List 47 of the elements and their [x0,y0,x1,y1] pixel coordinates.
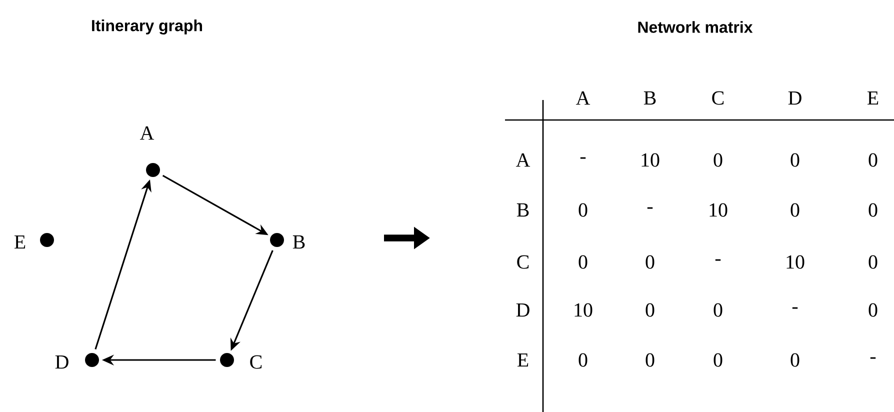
matrix-value: 0 [714,303,722,317]
matrix-value: - [792,307,798,309]
node-label: D [55,355,68,369]
matrix-value: 0 [868,255,878,269]
column-header: E [867,91,878,105]
matrix-value: 0 [868,203,878,217]
matrix-value: - [870,357,876,359]
row-header: A [516,153,530,167]
graph-dot [146,163,160,177]
matrix-value: 0 [714,353,722,367]
graph-dot [220,353,234,367]
matrix-value: 0 [790,153,800,167]
matrix-value: 0 [646,255,654,269]
matrix-value: 0 [714,153,722,167]
row-header: B [516,203,529,217]
panel-title: Network matrix [638,21,753,33]
matrix-value: 10 [574,303,592,317]
matrix-value: - [715,259,721,261]
matrix-value: 0 [868,303,878,317]
graph-dot [40,233,54,247]
node-label: A [140,126,154,140]
matrix-value: 0 [790,353,800,367]
row-header: E [517,353,528,367]
matrix-value: 10 [642,153,660,167]
matrix-value: 0 [790,203,800,217]
row-header: D [516,303,530,317]
node-label: E [14,235,26,249]
row-header: C [517,255,529,269]
graph-dot [85,353,99,367]
matrix-value: 0 [646,353,654,367]
panel-title: Itinerary graph [92,20,202,34]
column-header: C [712,91,724,105]
matrix-value: 0 [578,203,588,217]
column-header: A [576,91,590,105]
column-header: D [788,91,802,105]
matrix-value: 0 [868,153,878,167]
matrix-value: 0 [578,255,588,269]
graph-dot [270,233,284,247]
matrix-value: 0 [578,353,588,367]
node-label: B [292,235,305,249]
matrix-value: 10 [710,203,728,217]
matrix-value: - [580,157,586,159]
node-label: C [250,355,262,369]
matrix-value: - [647,207,653,209]
matrix-value: 10 [786,255,804,269]
column-header: B [644,91,656,105]
matrix-value: 0 [646,303,654,317]
